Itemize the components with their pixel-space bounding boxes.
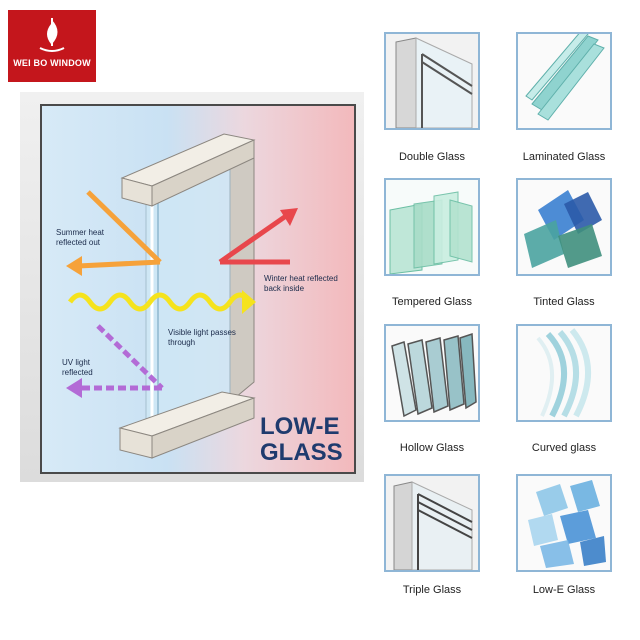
tile-low-e-glass[interactable]: [516, 474, 612, 572]
low-e-glass-image: [518, 476, 610, 570]
tile-laminated-glass[interactable]: [516, 32, 612, 130]
brand-logo: WEI BO WINDOW: [8, 10, 96, 82]
low-e-diagram: Summer heat reflected out Winter heat re…: [40, 104, 356, 474]
visible-light-wave: [67, 292, 253, 312]
summer-heat-arrow: [86, 190, 162, 264]
summer-heat-label: Summer heat reflected out: [56, 228, 105, 247]
tile-curved-glass[interactable]: [516, 324, 612, 422]
tile-hollow-glass[interactable]: [384, 324, 480, 422]
caption-curved-glass: Curved glass: [531, 442, 597, 454]
double-glass-image: [386, 34, 478, 128]
title-line-2: GLASS: [260, 439, 343, 466]
tile-double-glass[interactable]: [384, 32, 480, 130]
tile-tinted-glass[interactable]: [516, 178, 612, 276]
window-section-illustration: [66, 133, 298, 459]
laminated-glass-image: [518, 34, 610, 128]
caption-laminated-glass: Laminated Glass: [522, 151, 606, 163]
triple-glass-image: [386, 476, 478, 570]
brand-name: WEI BO WINDOW: [13, 58, 91, 68]
title-line-1: LOW-E: [260, 413, 340, 440]
uv-light-arrow: [96, 324, 164, 390]
tile-triple-glass[interactable]: [384, 474, 480, 572]
sailboat-logo-icon: [39, 18, 65, 52]
tempered-glass-image: [386, 180, 478, 274]
caption-tempered-glass: Tempered Glass: [391, 296, 473, 308]
caption-hollow-glass: Hollow Glass: [399, 442, 465, 454]
caption-tinted-glass: Tinted Glass: [533, 296, 595, 308]
caption-double-glass: Double Glass: [398, 151, 466, 163]
winter-heat-label: Winter heat reflected back inside: [264, 274, 338, 293]
caption-triple-glass: Triple Glass: [402, 584, 462, 596]
tinted-glass-image: [518, 180, 610, 274]
tile-tempered-glass[interactable]: [384, 178, 480, 276]
low-e-glass-title: LOW-E GLASS: [260, 414, 343, 466]
caption-low-e-glass: Low-E Glass: [532, 584, 596, 596]
hollow-glass-image: [386, 326, 478, 420]
curved-glass-image: [518, 326, 610, 420]
uv-light-label: UV light reflected: [62, 358, 93, 377]
visible-light-label: Visible light passes through: [168, 328, 236, 347]
